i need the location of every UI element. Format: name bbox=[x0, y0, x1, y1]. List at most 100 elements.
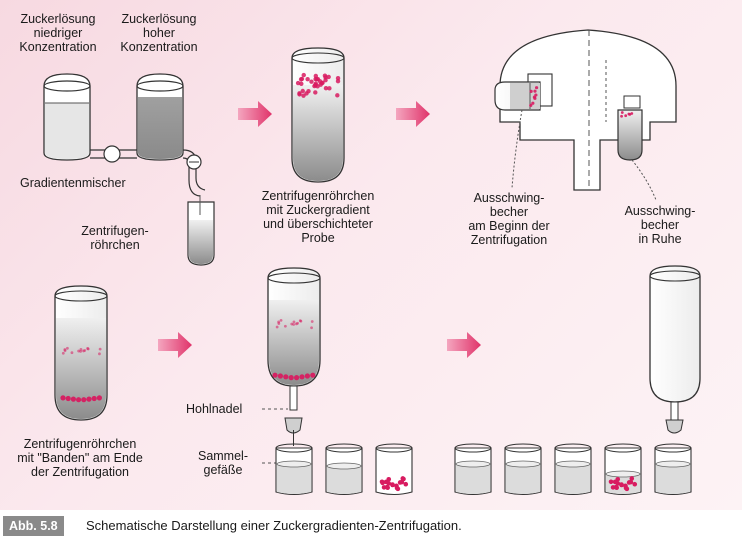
band-particles bbox=[60, 346, 102, 403]
particle bbox=[272, 372, 278, 378]
particle bbox=[313, 81, 319, 86]
particle bbox=[279, 319, 283, 322]
particle bbox=[403, 481, 409, 487]
particle bbox=[619, 482, 624, 487]
vessel-surface bbox=[505, 460, 541, 468]
vessel-surface bbox=[655, 460, 691, 468]
particle bbox=[300, 88, 305, 94]
particle bbox=[620, 111, 624, 114]
particle bbox=[397, 480, 403, 485]
particle bbox=[81, 397, 87, 403]
particle bbox=[295, 80, 301, 86]
vessel-rim bbox=[454, 443, 492, 453]
band-tube bbox=[54, 285, 108, 421]
particle bbox=[283, 324, 287, 328]
particle bbox=[632, 481, 638, 487]
particle bbox=[98, 347, 102, 351]
particle bbox=[326, 74, 331, 80]
vessel-liquid bbox=[327, 466, 361, 494]
particle bbox=[323, 86, 329, 91]
vessel-rim bbox=[554, 443, 592, 453]
caption-bar bbox=[0, 513, 742, 539]
particle bbox=[531, 101, 535, 105]
collection-vessels-right bbox=[454, 443, 692, 496]
particle bbox=[295, 322, 298, 326]
particle bbox=[283, 374, 289, 380]
particle bbox=[292, 320, 296, 324]
particle bbox=[320, 80, 325, 86]
sample-layer-particles bbox=[295, 72, 341, 98]
label-needle: Hohlnadel bbox=[186, 402, 243, 416]
particle bbox=[277, 373, 283, 379]
gradient-tube bbox=[291, 47, 345, 183]
particle bbox=[323, 77, 328, 83]
particle bbox=[70, 351, 74, 355]
label-collect: Sammel- gefäße bbox=[197, 449, 248, 477]
particle bbox=[60, 395, 66, 401]
particle bbox=[381, 485, 387, 490]
label-small-tube: Zentrifugen- röhrchen bbox=[81, 224, 149, 252]
arrow-1 bbox=[238, 101, 272, 127]
particle bbox=[386, 481, 392, 486]
particle bbox=[297, 92, 302, 97]
vessel-rim bbox=[504, 443, 542, 453]
schematic-drawing bbox=[43, 29, 701, 496]
particle bbox=[620, 114, 623, 118]
particle bbox=[390, 482, 395, 487]
particle bbox=[313, 90, 318, 95]
particle bbox=[294, 375, 300, 381]
particle bbox=[288, 375, 294, 381]
small-centrifuge-tube bbox=[187, 195, 215, 266]
particle bbox=[63, 349, 67, 353]
beaker-low-concentration bbox=[43, 73, 91, 161]
particle bbox=[304, 91, 309, 96]
particle bbox=[309, 79, 314, 84]
label-sugar-low: Zuckerlösung niedriger Konzentration bbox=[19, 12, 97, 54]
particle bbox=[86, 347, 90, 351]
figure-caption: Schematische Darstellung einer Zuckergra… bbox=[86, 518, 462, 533]
particle bbox=[299, 374, 305, 380]
particle bbox=[380, 480, 385, 486]
vessel-liquid bbox=[656, 464, 690, 494]
particle bbox=[61, 351, 65, 355]
particle bbox=[624, 114, 628, 118]
vessel-rim bbox=[275, 443, 313, 453]
label-bucket-rest: Ausschwing- becher in Ruhe bbox=[624, 204, 696, 246]
arrow-2 bbox=[396, 101, 430, 127]
particle bbox=[79, 348, 83, 351]
particle bbox=[310, 372, 316, 378]
particle bbox=[534, 93, 538, 97]
particle bbox=[305, 77, 310, 82]
particle bbox=[608, 479, 614, 485]
particle bbox=[529, 103, 533, 107]
particle bbox=[313, 73, 319, 79]
empty-tube bbox=[649, 265, 701, 434]
vessel-surface bbox=[326, 462, 362, 470]
vessel-liquid bbox=[506, 464, 540, 494]
vessel-liquid bbox=[277, 464, 311, 494]
vessel-rim bbox=[654, 443, 692, 453]
needle-tube bbox=[262, 267, 321, 464]
vessel-surface bbox=[455, 460, 491, 468]
vessel-surface bbox=[276, 460, 312, 468]
label-bucket-start: Ausschwing- becher am Beginn der Zentrif… bbox=[468, 191, 550, 247]
centrifuge-rotor bbox=[494, 29, 677, 191]
particle bbox=[335, 78, 341, 84]
needle-tube-particles bbox=[272, 319, 316, 381]
label-gradient-mixer: Gradientenmischer bbox=[20, 176, 126, 190]
collection-vessels-left bbox=[275, 443, 413, 496]
vessel-rim bbox=[375, 443, 413, 453]
particle bbox=[86, 396, 92, 402]
particle bbox=[66, 346, 69, 350]
label-sugar-high: Zuckerlösung hoher Konzentration bbox=[120, 12, 198, 54]
particle bbox=[610, 485, 616, 490]
particle bbox=[394, 483, 399, 489]
particle bbox=[533, 89, 537, 93]
vessel-liquid bbox=[556, 464, 590, 494]
particle bbox=[301, 72, 306, 78]
vessel-rim bbox=[325, 443, 363, 453]
vessel-liquid bbox=[456, 464, 490, 494]
collection-vessel bbox=[375, 447, 413, 496]
particle bbox=[65, 395, 71, 402]
particle bbox=[310, 320, 314, 323]
